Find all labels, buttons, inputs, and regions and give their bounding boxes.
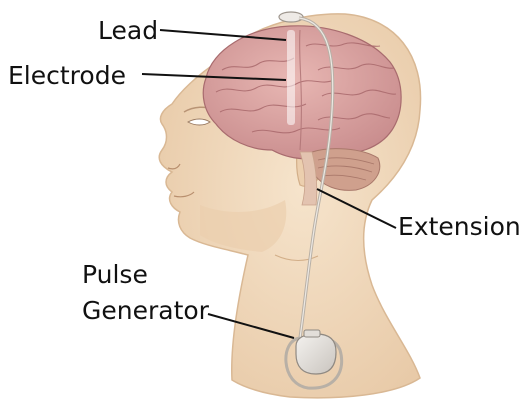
pulse-generator-device <box>296 334 336 374</box>
label-pulse-generator-line2: Generator <box>82 298 209 323</box>
label-pulse-generator-line1: Pulse <box>82 262 148 287</box>
label-extension: Extension <box>398 214 521 239</box>
label-lead: Lead <box>98 18 158 43</box>
electrode <box>287 30 295 125</box>
label-electrode: Electrode <box>8 63 126 88</box>
generator-header <box>304 330 320 337</box>
